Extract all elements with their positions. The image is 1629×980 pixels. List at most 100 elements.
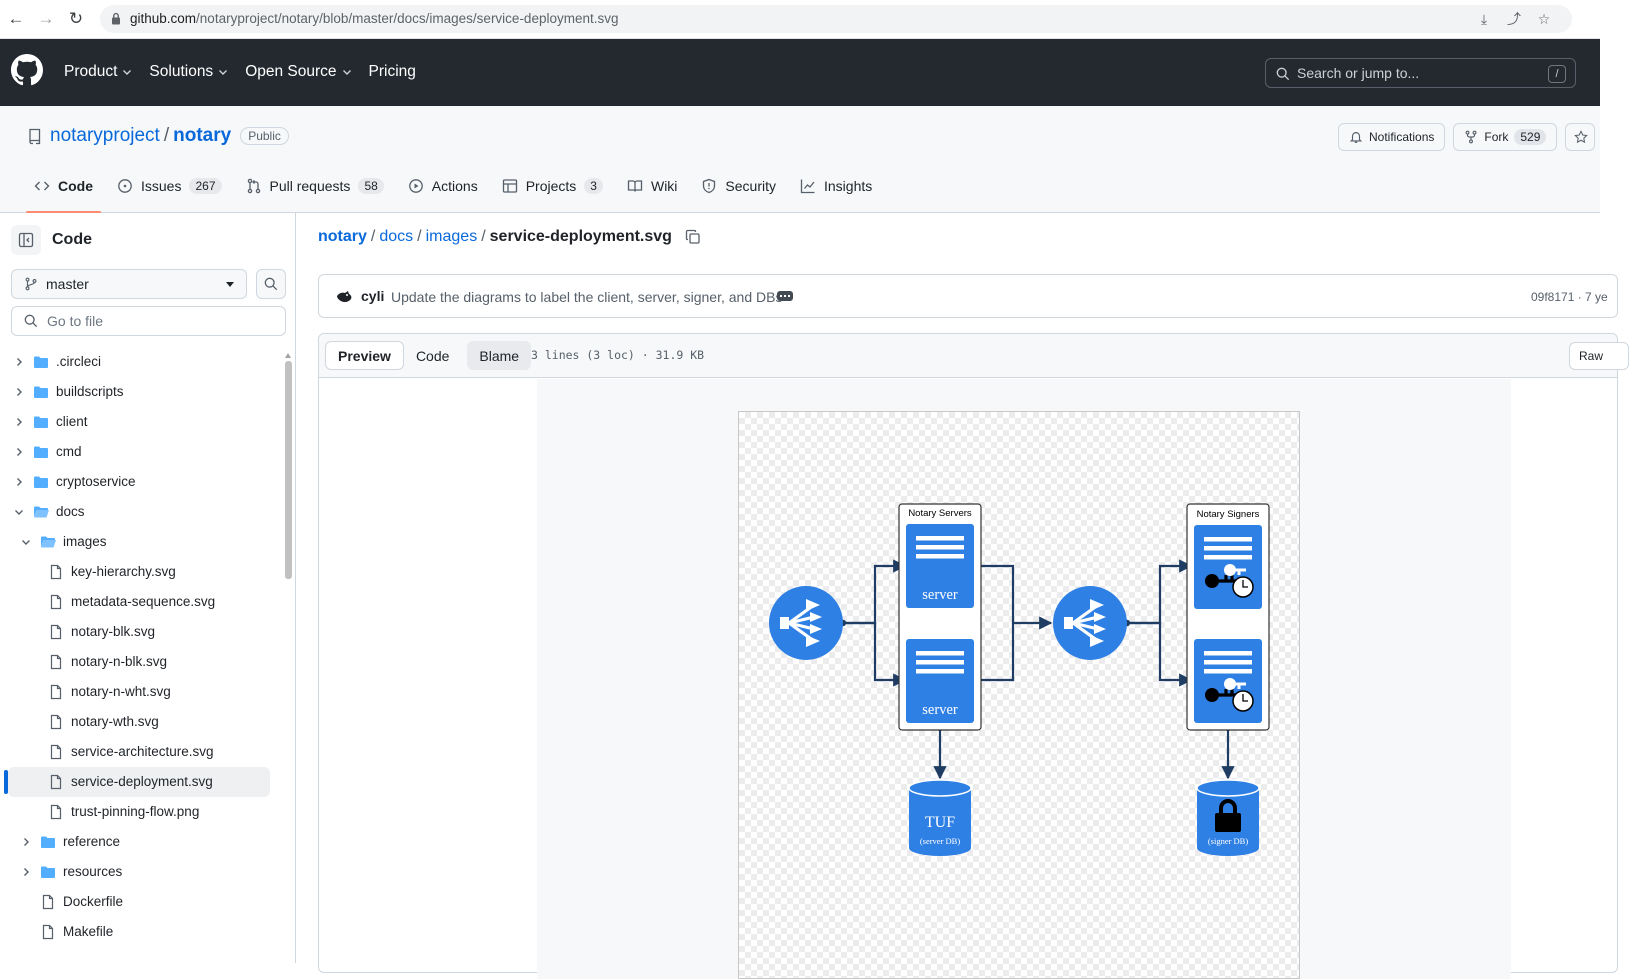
tree-folder-item[interactable]: reference: [0, 827, 288, 857]
tree-folder-item[interactable]: .circleci: [0, 347, 288, 377]
tree-folder-item[interactable]: buildscripts: [0, 377, 288, 407]
breadcrumb-repo-link[interactable]: notary: [318, 228, 367, 245]
back-arrow-icon[interactable]: ←: [7, 9, 25, 28]
chevron-down-icon: [342, 70, 351, 75]
sidebar-scrollbar[interactable]: [284, 353, 293, 963]
fork-count: 529: [1514, 129, 1547, 145]
tree-file-item[interactable]: service-architecture.svg: [0, 737, 288, 767]
repo-header: notaryproject / notary Public Notificati…: [0, 106, 1600, 213]
tree-folder-item[interactable]: resources: [0, 857, 288, 887]
tree-item-label: notary-n-wht.svg: [71, 684, 171, 699]
pull-request-icon: [247, 178, 260, 194]
tree-folder-item[interactable]: images: [0, 527, 288, 557]
tree-item-label: metadata-sequence.svg: [71, 594, 216, 609]
avatar[interactable]: [334, 287, 354, 307]
notary-signers-group: Notary Signers: [1186, 503, 1270, 731]
fork-icon: [1465, 130, 1477, 144]
service-deployment-diagram: Notary Servers server server No: [738, 411, 1300, 979]
tree-file-item[interactable]: notary-n-blk.svg: [0, 647, 288, 677]
nav-solutions[interactable]: Solutions: [149, 63, 228, 81]
github-header: Product Solutions Open Source Pricing Se…: [0, 39, 1600, 106]
share-icon[interactable]: ⤴: [1507, 11, 1521, 27]
tree-file-item[interactable]: trust-pinning-flow.png: [0, 797, 288, 827]
folder-icon: [41, 866, 55, 878]
tab-wiki[interactable]: Wiki: [619, 166, 685, 206]
folder-icon: [34, 446, 48, 458]
search-files-button[interactable]: [256, 269, 286, 299]
tree-folder-item[interactable]: docs: [0, 497, 288, 527]
commit-message[interactable]: Update the diagrams to label the client,…: [391, 289, 783, 305]
commit-author[interactable]: cyli: [361, 288, 385, 304]
nav-pricing[interactable]: Pricing: [368, 63, 416, 80]
branch-selector[interactable]: master: [11, 269, 247, 299]
tree-file-item[interactable]: notary-wth.svg: [0, 707, 288, 737]
repo-owner-link[interactable]: notaryproject: [50, 125, 160, 146]
tree-file-item[interactable]: notary-blk.svg: [0, 617, 288, 647]
tree-folder-item[interactable]: cryptoservice: [0, 467, 288, 497]
expand-commit-ellipsis-icon[interactable]: [777, 291, 793, 301]
file-icon: [50, 624, 62, 640]
breadcrumb-images-link[interactable]: images: [425, 228, 478, 245]
nav-product[interactable]: Product: [64, 63, 132, 81]
tree-file-item[interactable]: metadata-sequence.svg: [0, 587, 288, 617]
tab-insights[interactable]: Insights: [792, 166, 880, 206]
tab-security[interactable]: Security: [693, 166, 784, 206]
file-icon: [50, 654, 62, 670]
tree-file-item[interactable]: Dockerfile: [0, 887, 288, 917]
tree-file-item[interactable]: notary-n-wht.svg: [0, 677, 288, 707]
tree-file-item[interactable]: service-deployment.svg: [8, 767, 270, 797]
tree-file-item[interactable]: key-hierarchy.svg: [0, 557, 288, 587]
install-icon[interactable]: ⤓: [1480, 11, 1488, 27]
chevron-right-icon[interactable]: [20, 836, 32, 848]
tab-actions[interactable]: Actions: [400, 166, 486, 206]
shield-icon: [703, 178, 716, 194]
repo-title: notaryproject / notary Public: [27, 125, 289, 147]
chevron-right-icon[interactable]: [20, 866, 32, 878]
tree-item-label: service-deployment.svg: [71, 774, 213, 789]
star-button[interactable]: [1565, 123, 1596, 151]
tree-item-label: key-hierarchy.svg: [71, 564, 176, 579]
tree-folder-item[interactable]: cmd: [0, 437, 288, 467]
chevron-down-icon[interactable]: [13, 506, 25, 518]
collapse-sidebar-button[interactable]: [11, 225, 41, 255]
raw-button[interactable]: Raw: [1569, 342, 1629, 370]
notifications-button[interactable]: Notifications: [1338, 123, 1446, 151]
repo-name-link[interactable]: notary: [173, 125, 232, 146]
file-icon: [50, 804, 62, 820]
nav-open-source[interactable]: Open Source: [245, 63, 351, 81]
chevron-right-icon[interactable]: [13, 446, 25, 458]
chevron-right-icon[interactable]: [13, 476, 25, 488]
forward-arrow-icon[interactable]: →: [37, 9, 55, 28]
star-icon: [1574, 130, 1589, 144]
notary-servers-group: Notary Servers server server: [898, 503, 982, 731]
chevron-down-icon[interactable]: [20, 536, 32, 548]
reload-icon[interactable]: ↻: [68, 9, 84, 28]
github-logo-icon[interactable]: [11, 54, 43, 86]
folder-icon: [34, 356, 48, 368]
browser-toolbar: ← → ↻ github.com/notaryproject/notary/bl…: [0, 0, 1600, 39]
fork-button[interactable]: Fork 529: [1453, 123, 1558, 151]
tree-file-item[interactable]: Makefile: [0, 917, 288, 947]
file-viewer: Preview Code Blame 3 lines (3 loc) · 31.…: [318, 333, 1629, 979]
blame-button[interactable]: Blame: [467, 341, 532, 370]
file-icon: [50, 564, 62, 580]
global-search-input[interactable]: Search or jump to... /: [1265, 58, 1576, 88]
commit-sha-and-date[interactable]: 09f8171 · 7 ye: [1531, 290, 1608, 304]
preview-button[interactable]: Preview: [325, 341, 404, 370]
tab-code[interactable]: Code: [26, 166, 101, 213]
code-view-button[interactable]: Code: [415, 347, 450, 364]
chevron-right-icon[interactable]: [13, 416, 25, 428]
copy-path-icon[interactable]: [685, 229, 701, 245]
go-to-file-input[interactable]: Go to file: [11, 306, 286, 336]
chevron-right-icon[interactable]: [13, 356, 25, 368]
lock-icon: [112, 12, 120, 25]
tree-item-label: buildscripts: [56, 384, 124, 399]
tree-folder-item[interactable]: client: [0, 407, 288, 437]
breadcrumb-docs-link[interactable]: docs: [379, 228, 414, 245]
chevron-right-icon[interactable]: [13, 386, 25, 398]
star-icon[interactable]: ☆: [1537, 11, 1551, 27]
address-bar[interactable]: github.com/notaryproject/notary/blob/mas…: [100, 5, 1572, 33]
